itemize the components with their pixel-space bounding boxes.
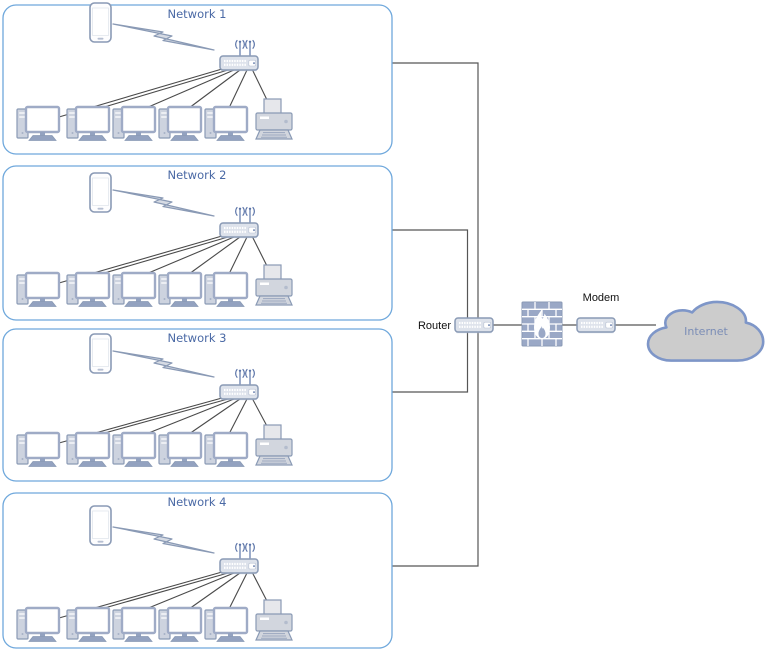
modem-label: Modem	[583, 292, 620, 304]
smartphone-icon	[89, 505, 112, 546]
network-box-3: Network 3	[2, 328, 393, 482]
lan-cable	[251, 235, 269, 269]
network-box-4: Network 4	[2, 492, 393, 649]
router-label: Router	[418, 320, 451, 332]
network-title: Network 3	[168, 331, 227, 345]
lan-cable	[100, 572, 229, 610]
wan-chain: Router Modem Internet	[418, 292, 765, 362]
modem-icon	[576, 317, 616, 335]
lan-cable	[100, 398, 229, 435]
lan-cable	[188, 398, 241, 435]
lan-cable	[145, 236, 235, 275]
network-box-1: Network 1	[2, 2, 393, 155]
lan-cable	[251, 397, 269, 429]
lan-cable	[188, 572, 241, 610]
lan-cable	[228, 572, 248, 610]
lan-cable	[228, 69, 248, 109]
internet-label: Internet	[684, 325, 728, 338]
smartphone-icon	[89, 333, 112, 374]
lan-cable	[188, 236, 241, 275]
lan-cable	[145, 69, 235, 109]
firewall-icon	[521, 301, 563, 347]
smartphone-icon	[89, 172, 112, 213]
lan-cable	[145, 398, 235, 435]
lan-cable	[251, 571, 269, 604]
network-title: Network 4	[168, 495, 227, 509]
lan-cable	[228, 236, 248, 275]
network-title: Network 2	[168, 168, 227, 182]
lan-cable	[100, 236, 229, 275]
router-icon	[454, 317, 494, 335]
lan-cable	[228, 398, 248, 435]
lan-cable	[188, 69, 241, 109]
network-box-2: Network 2	[2, 165, 393, 321]
lan-cable	[251, 68, 269, 103]
smartphone-icon	[89, 2, 112, 43]
network-title: Network 1	[168, 7, 227, 21]
lan-cables	[58, 571, 269, 619]
lan-cable	[100, 69, 229, 109]
lan-cable	[145, 572, 235, 610]
